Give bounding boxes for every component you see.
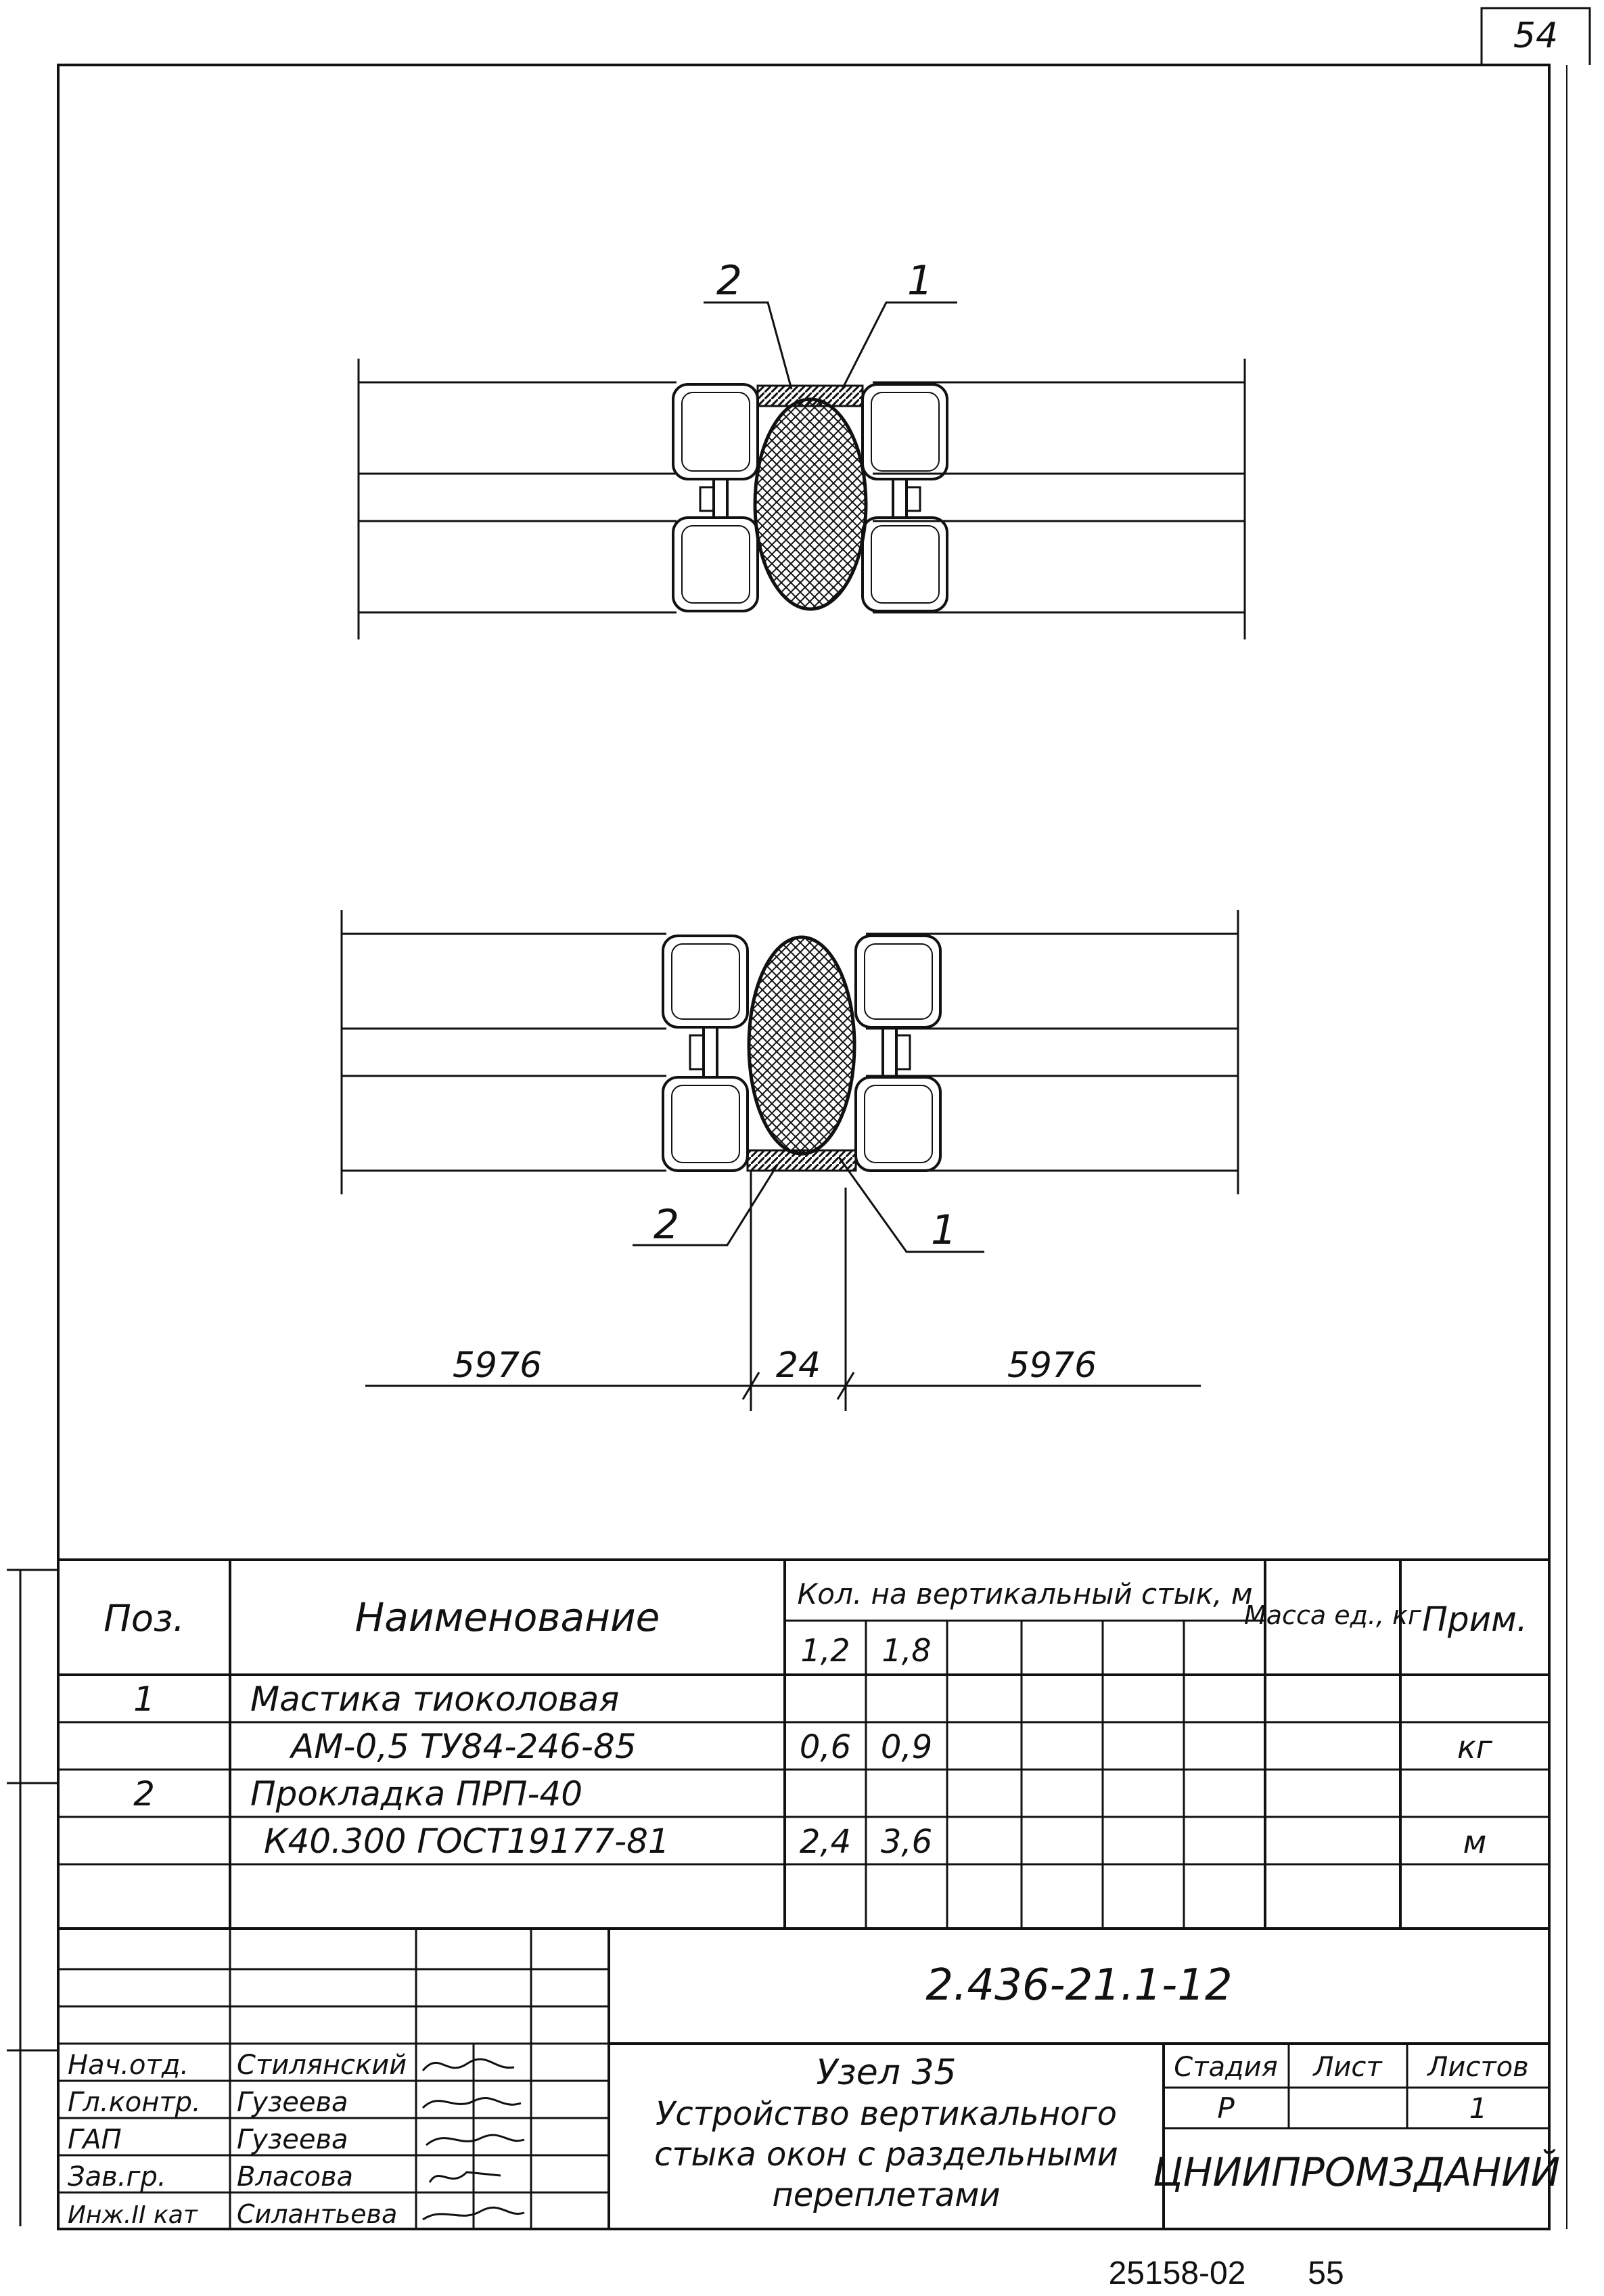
header-qty-col1: 1,2 [800,1632,850,1669]
dimension-line: 5976 24 5976 [365,1345,1201,1400]
name-5: Силантьева [237,2199,397,2229]
dimension-right: 5976 [1007,1345,1097,1386]
row-3-name: Прокладка ПРП-40 [250,1774,582,1814]
stage-value: Р [1217,2092,1235,2125]
signatures [421,2058,525,2221]
header-pos: Поз. [104,1597,185,1640]
role-3: ГАП [68,2124,122,2155]
callout-2-top: 2 [716,257,742,305]
role-4: Зав.гр. [68,2161,166,2192]
name-3: Гузеева [237,2124,348,2155]
lower-joint-detail: 2 1 [340,910,1239,1411]
row-2-q1: 0,6 [800,1728,851,1766]
margin-stubs [7,1569,58,2226]
row-3-pos: 2 [133,1774,155,1814]
sheets-label: Листов [1426,2052,1528,2083]
header-mass: Масса ед., кг [1244,1600,1422,1630]
signatories: Нач.отд. Гл.контр. ГАП Зав.гр. Инж.II ка… [68,2050,407,2229]
header-name: Наименование [355,1594,660,1640]
table-row: АМ-0,5 ТУ84-246-85 0,6 0,9 кг [289,1727,1493,1766]
specification-table [58,1558,1549,1930]
callout-1-bottom: 1 [931,1207,957,1254]
callout-1-top: 1 [907,257,933,305]
page-number: 54 [1513,16,1558,56]
name-1: Стилянский [237,2050,407,2081]
name-4: Власова [237,2161,353,2192]
row-4-name: К40.300 ГОСТ19177-81 [264,1822,670,1861]
upper-joint-detail: 2 1 [357,257,1246,639]
callout-2-bottom: 2 [654,1201,679,1248]
row-1-name: Мастика тиоколовая [250,1680,619,1719]
dimension-left: 5976 [453,1345,542,1386]
sheets-value: 1 [1469,2092,1488,2125]
role-5: Инж.II кат [68,2201,198,2229]
bottom-page: 55 [1308,2255,1344,2291]
table-row: 2 Прокладка ПРП-40 [133,1774,582,1814]
row-2-name: АМ-0,5 ТУ84-246-85 [289,1727,637,1766]
role-1: Нач.отд. [68,2050,189,2081]
table-row: 1 Мастика тиоколовая [133,1680,619,1719]
title-line-3: стыка окон с раздельными [654,2136,1118,2174]
row-2-note: кг [1457,1729,1493,1765]
stage-label: Стадия [1174,2052,1277,2083]
bottom-code: 25158-02 [1109,2255,1246,2291]
header-qty-col2: 1,8 [881,1632,931,1669]
sheet-label: Лист [1312,2052,1383,2083]
row-2-q2: 0,9 [881,1728,932,1766]
name-2: Гузеева [237,2087,348,2118]
header-qty-group: Кол. на вертикальный стык, м [797,1577,1252,1611]
doc-number: 2.436-21.1-12 [925,1960,1232,2010]
title-line-1: Узел 35 [816,2052,956,2093]
title-line-2: Устройство вертикального [656,2095,1117,2133]
title-block [58,1929,1549,2229]
row-4-q2: 3,6 [881,1823,932,1861]
title-line-4: переплетами [772,2176,1000,2214]
header-note: Прим. [1422,1600,1527,1639]
row-4-note: м [1463,1824,1487,1860]
dimension-middle: 24 [776,1345,821,1386]
row-4-q1: 2,4 [800,1823,851,1861]
table-row: К40.300 ГОСТ19177-81 2,4 3,6 м [264,1822,1486,1861]
organization: ЦНИИПРОМЗДАНИЙ [1153,2148,1560,2195]
role-2: Гл.контр. [68,2087,201,2118]
row-1-pos: 1 [133,1680,155,1719]
sheet-frame [57,7,1591,2230]
